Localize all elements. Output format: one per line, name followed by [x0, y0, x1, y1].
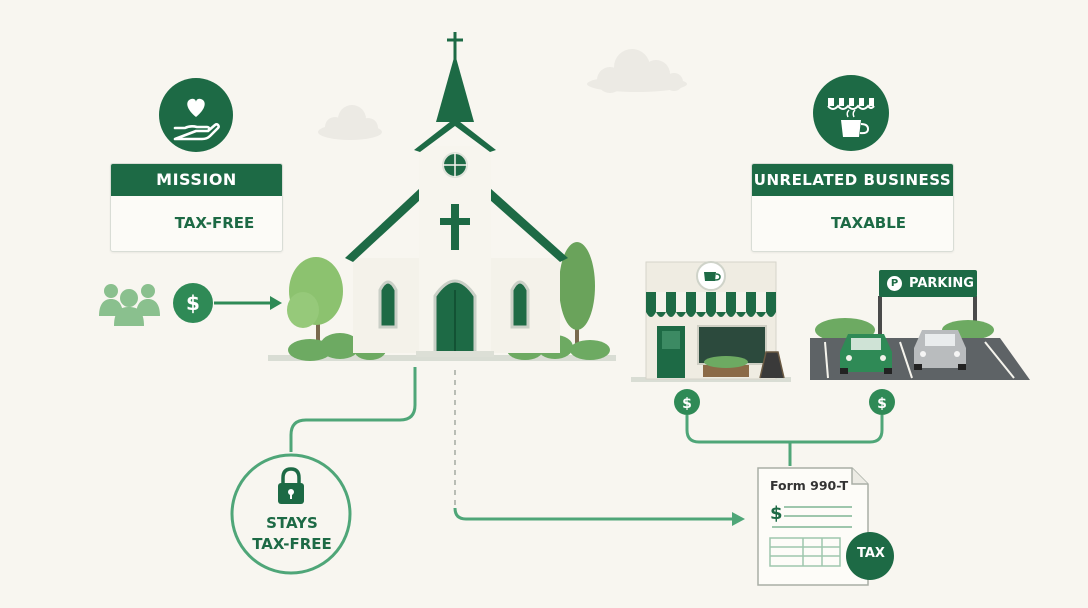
mission-card: MISSION TAX-FREE [110, 163, 283, 252]
unrelated-business-status-row: TAXABLE [752, 196, 953, 250]
mission-title: MISSION [111, 164, 282, 196]
heart-icon [187, 98, 205, 117]
unrelated-business-card: UNRELATED BUSINESS TAXABLE [751, 163, 954, 252]
unrelated-business-title: UNRELATED BUSINESS [752, 164, 953, 196]
mission-icon [159, 78, 233, 152]
cloud-left [318, 105, 382, 140]
svg-text:$: $ [186, 291, 200, 315]
stays-line-1: STAYS [266, 514, 318, 532]
form-title: Form 990-T [770, 478, 849, 493]
parking-lot-illustration [810, 296, 1030, 380]
cross-icon [440, 204, 470, 250]
donation-dollar-icon: $ [173, 283, 213, 323]
lock-icon [278, 467, 304, 504]
storefront-coffee-icon [813, 75, 889, 151]
unrelated-business-status: TAXABLE [830, 214, 907, 232]
car-icon [914, 330, 966, 370]
business-income-connector [685, 415, 884, 466]
car-icon [840, 334, 892, 374]
connector-to-form [453, 507, 734, 521]
stays-line-2: TAX-FREE [252, 535, 332, 553]
shop-dollar-icon: $ [674, 389, 700, 415]
donation-arrow [214, 296, 282, 310]
mission-status: TAX-FREE [174, 214, 255, 232]
parking-label: PARKING [909, 276, 974, 291]
svg-text:$: $ [770, 503, 783, 524]
connector-church-to-stays [289, 367, 417, 452]
parking-sign: P PARKING [879, 270, 977, 297]
stays-tax-free-badge [230, 453, 352, 575]
people-icon [99, 284, 160, 326]
form-arrow-head [732, 512, 745, 526]
svg-text:$: $ [877, 396, 887, 412]
cloud-right [587, 49, 687, 93]
svg-text:$: $ [682, 396, 692, 412]
parking-badge: P [887, 276, 902, 291]
hand-icon [173, 123, 220, 141]
form-990t-document: $ [757, 467, 894, 586]
mission-status-row: TAX-FREE [111, 196, 282, 250]
parking-dollar-icon: $ [869, 389, 895, 415]
stays-tax-free-label: STAYS TAX-FREE [234, 513, 350, 555]
coffee-shop-illustration [631, 261, 791, 382]
tax-badge-label: TAX [857, 546, 885, 561]
church-illustration [268, 32, 616, 361]
